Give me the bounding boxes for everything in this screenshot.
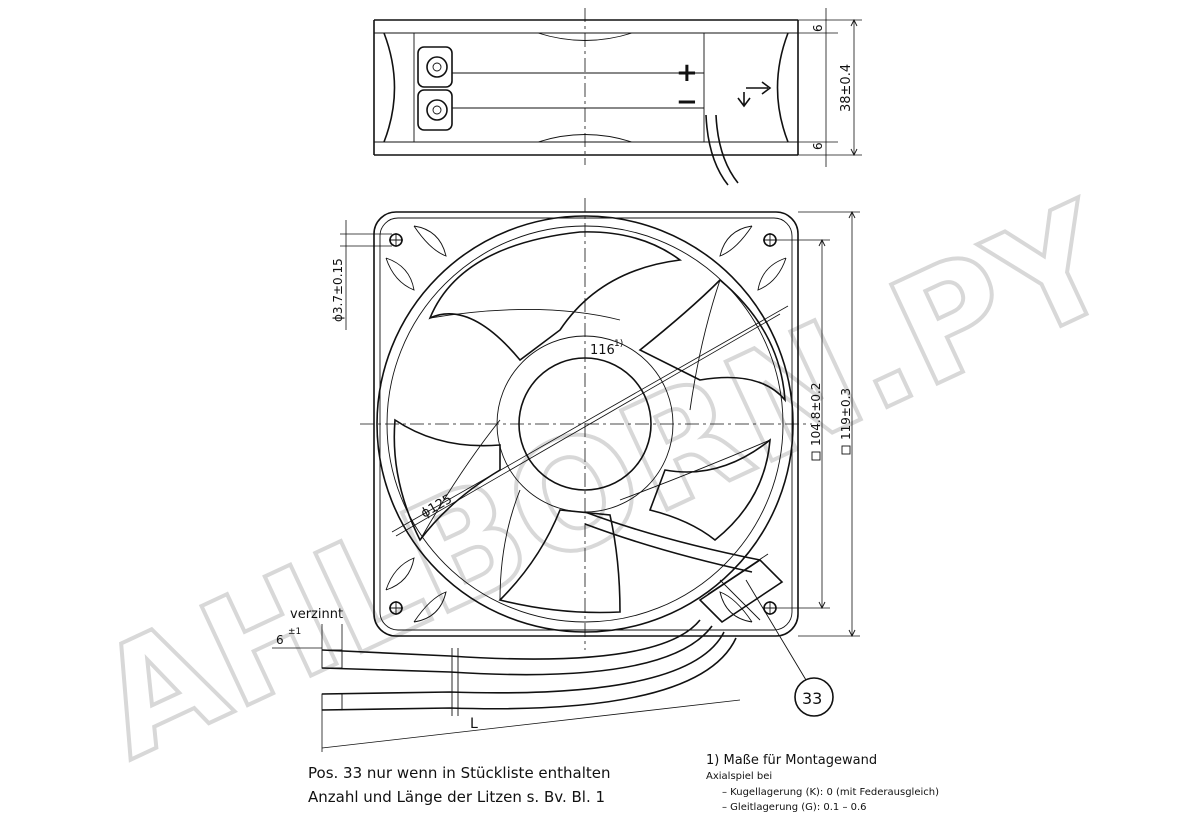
side-view-dimensions: 6 6 38±0.4 xyxy=(798,8,862,167)
footnote-title: 1) Maße für Montagewand xyxy=(706,753,877,768)
dim-tin-length: 6 xyxy=(276,633,284,647)
airflow-direction-icon xyxy=(737,81,772,108)
dim-height-total: 38±0.4 xyxy=(839,64,854,112)
minus-sign: − xyxy=(676,87,698,117)
mounting-holes xyxy=(389,233,777,615)
position-number: 33 xyxy=(802,689,822,708)
footnote-subtitle: Axialspiel bei xyxy=(706,771,772,782)
dim-tin-tolerance: ±1 xyxy=(288,627,301,637)
front-view xyxy=(360,198,812,650)
note-position-line2: Anzahl und Länge der Litzen s. Bv. Bl. 1 xyxy=(308,788,605,806)
watermark: AHLBORN.PY xyxy=(72,171,1141,793)
dim-hole-diameter: ϕ3.7±0.15 xyxy=(331,258,345,322)
plus-sign: + xyxy=(676,58,698,88)
dim-flange-top: 6 xyxy=(811,24,825,32)
dim-hole-spacing: 104.8±0.2 xyxy=(809,383,823,447)
dim-mount-width-note: 1) xyxy=(614,339,623,349)
side-view: + − xyxy=(373,8,799,186)
dim-lead-length: L xyxy=(470,716,478,732)
dim-frame-size: 119±0.3 xyxy=(839,388,853,440)
notes: Pos. 33 nur wenn in Stückliste enthalten… xyxy=(308,753,939,813)
footnote-item-ball-bearing: – Kugellagerung (K): 0 (mit Federausglei… xyxy=(722,787,939,798)
note-position-line1: Pos. 33 nur wenn in Stückliste enthalten xyxy=(308,764,611,782)
dim-mount-width: 116 xyxy=(590,343,615,358)
lead-wires: verzinnt 6 ±1 L xyxy=(272,607,741,752)
label-tinned: verzinnt xyxy=(290,607,343,622)
dim-flange-bottom: 6 xyxy=(811,142,825,150)
fan-blades xyxy=(393,231,786,614)
footnote-item-sleeve-bearing: – Gleitlagerung (G): 0.1 – 0.6 xyxy=(722,802,867,813)
position-balloon: 33 xyxy=(745,579,834,717)
